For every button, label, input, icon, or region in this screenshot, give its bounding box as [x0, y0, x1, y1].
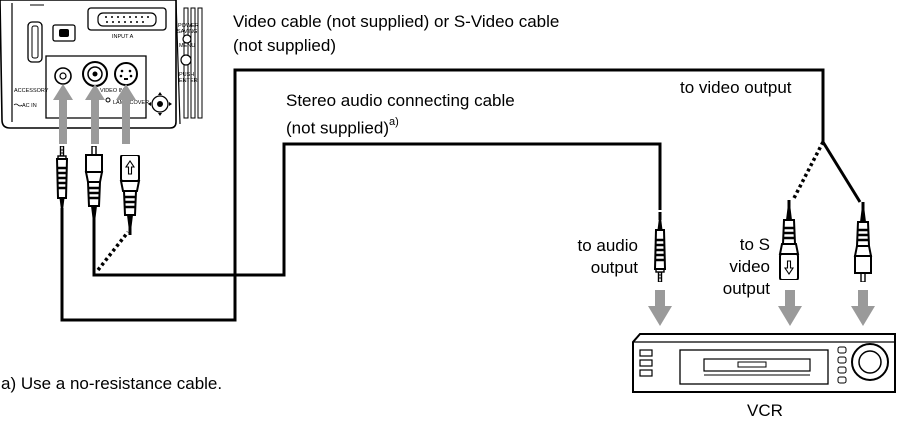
audio-cable-path: [62, 214, 595, 320]
stereo-audio-cable-line: [62, 214, 593, 320]
audio-cable-label-line2: (not supplied)a): [286, 116, 399, 138]
projector-rear-panel: INPUT A POWER SAVING MENU PUSH ENTER VID…: [0, 0, 203, 129]
audio-cable-label-line1: Stereo audio connecting cable: [286, 91, 515, 110]
vcr-mini-jack-plug: [653, 212, 667, 282]
to-s-video-output-label-line3: output: [722, 279, 770, 298]
vcr-rca-plug: [853, 202, 873, 282]
audio-cable-line: [62, 218, 585, 320]
panel-input-a-label: INPUT A: [112, 34, 134, 40]
to-s-video-output-label-line1: to S: [739, 235, 770, 254]
arrow-from-vcr-video: [851, 290, 875, 326]
panel-power-saving-label-2: SAVING: [177, 29, 197, 35]
svideo-cable-branch-dotted: [791, 141, 825, 201]
panel-power-saving-label-1: POWER: [178, 23, 199, 29]
arrow-from-vcr-svideo: [778, 290, 802, 326]
svideo-cable-dotted-left: [96, 230, 130, 272]
panel-accessory-label: ACCESSORY: [14, 88, 49, 94]
panel-enter-label: ENTER: [179, 78, 198, 84]
audio-cable-footnote-mark: a): [389, 116, 399, 128]
panel-push-label: PUSH: [179, 72, 194, 78]
video-cable-branch: [821, 141, 862, 203]
vcr-svideo-plug: [778, 200, 800, 280]
audio-cable-main: [92, 142, 662, 277]
vcr-device: [632, 333, 896, 393]
panel-video-in-label: VIDEO IN: [100, 88, 124, 94]
panel-lamp-cover-label: LAMP/COVER: [113, 100, 149, 106]
projector-rca-plug: [84, 146, 104, 226]
video-cable-label-line1: Video cable (not supplied) or S-Video ca…: [233, 12, 560, 31]
video-cable-main: [60, 68, 825, 322]
panel-ac-in-label: AC IN: [22, 103, 37, 109]
projector-svideo-plug: [119, 155, 141, 235]
arrow-from-vcr-audio: [648, 290, 672, 326]
to-audio-output-label-line2: output: [590, 258, 638, 277]
panel-menu-label: MENU: [179, 43, 195, 49]
stereo-audio-cable-route: [62, 214, 593, 320]
projector-mini-jack-plug: [55, 146, 69, 216]
footnote-text: a) Use a no-resistance cable.: [1, 374, 223, 393]
to-s-video-output-label-line2: video: [729, 257, 770, 276]
video-cable-label-line2: (not supplied): [233, 36, 337, 55]
to-video-output-label: to video output: [680, 78, 792, 97]
to-audio-output-label-line1: to audio: [577, 236, 639, 255]
vcr-label: VCR: [747, 401, 783, 420]
